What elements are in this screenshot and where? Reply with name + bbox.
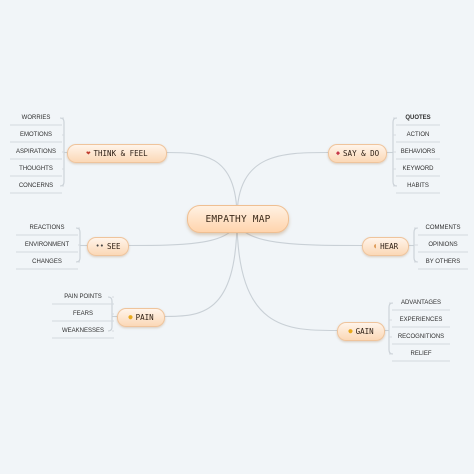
topic-see[interactable]: ••SEE [87, 237, 129, 256]
topic-see-label: SEE [106, 242, 121, 251]
subtopic-hear-comments[interactable]: COMMENTS [425, 225, 461, 231]
topic-pain-label: PAIN [135, 313, 154, 322]
subtopic-pain-weaknesses[interactable]: WEAKNESSES [61, 328, 104, 334]
subtopic-think-concerns[interactable]: CONCERNS [18, 183, 54, 189]
subtopic-say-keyword[interactable]: KEYWORD [402, 166, 434, 172]
lips-icon: ◆ [335, 149, 341, 157]
subtopic-hear-opinions[interactable]: OPINIONS [428, 242, 458, 248]
connector-pain [162, 217, 238, 318]
topic-gain[interactable]: ●GAIN [337, 322, 385, 341]
subtopic-gain-relief[interactable]: RELIEF [410, 351, 432, 357]
subtopic-pain-pain-points[interactable]: PAIN POINTS [64, 294, 102, 300]
subtopic-think-aspirations[interactable]: ASPIRATIONS [16, 149, 56, 155]
smile-face-icon: ● [348, 327, 353, 335]
subtopic-say-quotes[interactable]: QUOTES [405, 115, 431, 121]
topic-think[interactable]: ❤THINK & FEEL [67, 144, 167, 163]
subtopic-say-action[interactable]: ACTION [406, 132, 430, 138]
connector-think [164, 151, 238, 219]
topic-gain-label: GAIN [355, 327, 374, 336]
topic-say-label: SAY & DO [343, 149, 380, 158]
topic-say[interactable]: ◆SAY & DO [328, 144, 387, 163]
subtopic-hear-by-others[interactable]: BY OTHERS [425, 259, 461, 265]
eyes-icon: •• [95, 242, 104, 250]
sad-face-icon: ● [128, 313, 133, 321]
heart-icon: ❤ [86, 149, 91, 157]
subtopic-pain-fears[interactable]: FEARS [72, 311, 93, 317]
topic-hear[interactable]: ◖HEAR [362, 237, 409, 256]
topic-hear-label: HEAR [380, 242, 399, 251]
subtopic-see-changes[interactable]: CHANGES [32, 259, 62, 265]
central-topic-empathy-map[interactable]: EMPATHY MAP [187, 205, 289, 233]
subtopic-think-worries[interactable]: WORRIES [21, 115, 51, 121]
subtopic-think-emotions[interactable]: EMOTIONS [19, 132, 52, 138]
subtopic-gain-advantages[interactable]: ADVANTAGES [400, 300, 442, 306]
topic-think-label: THINK & FEEL [93, 149, 148, 158]
ear-icon: ◖ [372, 242, 378, 250]
subtopic-see-reactions[interactable]: REACTIONS [29, 225, 65, 231]
subtopic-see-environment[interactable]: ENVIRONMENT [24, 242, 70, 248]
topic-pain[interactable]: ●PAIN [117, 308, 165, 327]
subtopic-think-thoughts[interactable]: THOUGHTS [19, 166, 53, 172]
subtopic-gain-recognitions[interactable]: RECOGNITIONS [397, 334, 445, 340]
connector-say [236, 151, 329, 219]
subtopic-gain-experiences[interactable]: EXPERIENCES [399, 317, 443, 323]
subtopic-say-habits[interactable]: HABITS [407, 183, 429, 189]
subtopic-say-behaviors[interactable]: BEHAVIORS [400, 149, 436, 155]
connector-gain [236, 217, 338, 332]
